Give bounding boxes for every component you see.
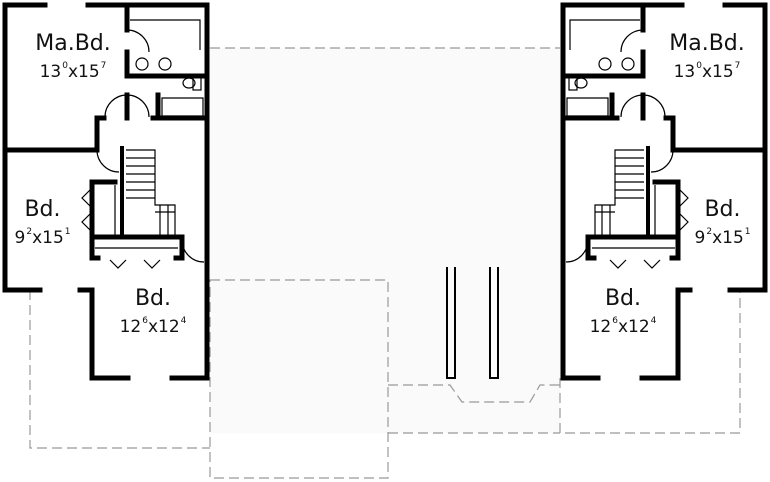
roof-outline: [29, 47, 741, 479]
room-dimensions: 130x157: [673, 61, 741, 82]
room-label-bedroom-left-1: Bd. 92x151: [5, 197, 80, 249]
room-label-bedroom-left-2: Bd. 126x124: [98, 286, 208, 338]
room-name: Ma.Bd.: [669, 31, 745, 56]
room-label-bedroom-right-2: Bd. 126x124: [568, 286, 678, 338]
room-dimensions: 92x151: [694, 227, 751, 248]
room-dimensions: 130x157: [39, 61, 107, 82]
room-dimensions: 92x151: [14, 227, 71, 248]
room-name: Bd.: [134, 286, 172, 311]
room-dimensions: 126x124: [119, 316, 187, 337]
room-name: Bd.: [604, 286, 642, 311]
porch-columns: [446, 267, 499, 379]
room-dimensions: 126x124: [589, 316, 657, 337]
room-name: Ma.Bd.: [35, 31, 111, 56]
room-label-bedroom-right-1: Bd. 92x151: [685, 197, 760, 249]
room-label-master-bedroom-left: Ma.Bd. 130x157: [18, 31, 128, 83]
room-name: Bd.: [24, 197, 61, 222]
room-name: Bd.: [704, 197, 741, 222]
room-label-master-bedroom-right: Ma.Bd. 130x157: [652, 31, 762, 83]
